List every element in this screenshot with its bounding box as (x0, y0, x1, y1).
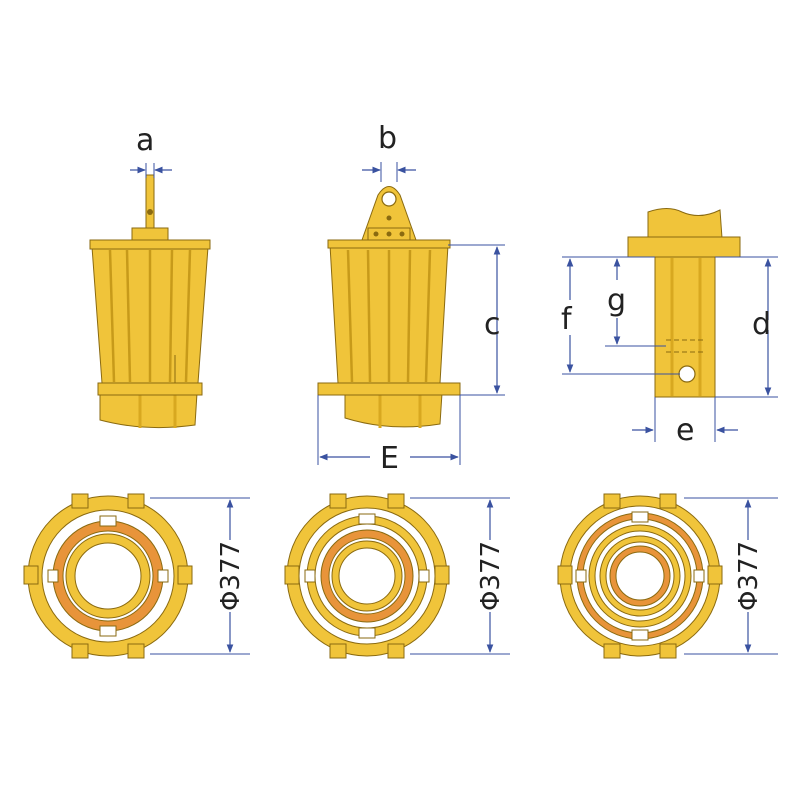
label-a: a (136, 123, 154, 158)
diameter-label-1: Φ377 (216, 541, 246, 611)
end-view-two-rings (23, 493, 193, 659)
diameter-label-2: Φ377 (476, 541, 506, 611)
dimension-c (448, 244, 505, 396)
label-g: g (607, 283, 626, 318)
label-E: E (380, 441, 399, 476)
lower-shaft (99, 392, 198, 429)
thin-lug (145, 174, 155, 231)
shank-detail-view: d f g e (561, 208, 778, 448)
diameter-label-3: Φ377 (734, 541, 764, 611)
end-view-four-rings (557, 493, 723, 659)
lug-base (131, 227, 169, 241)
flange (627, 236, 741, 258)
clevis-lug (361, 186, 417, 241)
end-view-three-rings (284, 493, 450, 659)
bottom-band (317, 382, 461, 396)
lug-hole (381, 191, 397, 207)
dimension-g (605, 258, 666, 347)
top-plate (327, 239, 451, 249)
label-c: c (484, 307, 501, 342)
dimension-e (632, 397, 738, 442)
broken-top (647, 208, 723, 239)
label-e: e (676, 413, 694, 448)
dimension-diameter-3: Φ377 (684, 497, 778, 655)
side-view-thin-lug: a (89, 123, 211, 429)
dimension-b (362, 162, 416, 182)
top-plate (89, 239, 211, 250)
label-f: f (561, 302, 573, 337)
dimension-d (715, 256, 778, 398)
label-b: b (378, 121, 397, 156)
side-view-clevis-lug: b c E (317, 121, 505, 476)
lower-shaft (344, 392, 443, 428)
dimension-f (562, 256, 680, 375)
label-d: d (752, 307, 771, 342)
bottom-band (97, 382, 203, 396)
pin-hole (678, 365, 696, 383)
dimension-diameter-1: Φ377 (150, 497, 250, 655)
dimension-diameter-2: Φ377 (410, 497, 510, 655)
dimension-a (130, 163, 172, 178)
dimension-E (317, 395, 461, 465)
